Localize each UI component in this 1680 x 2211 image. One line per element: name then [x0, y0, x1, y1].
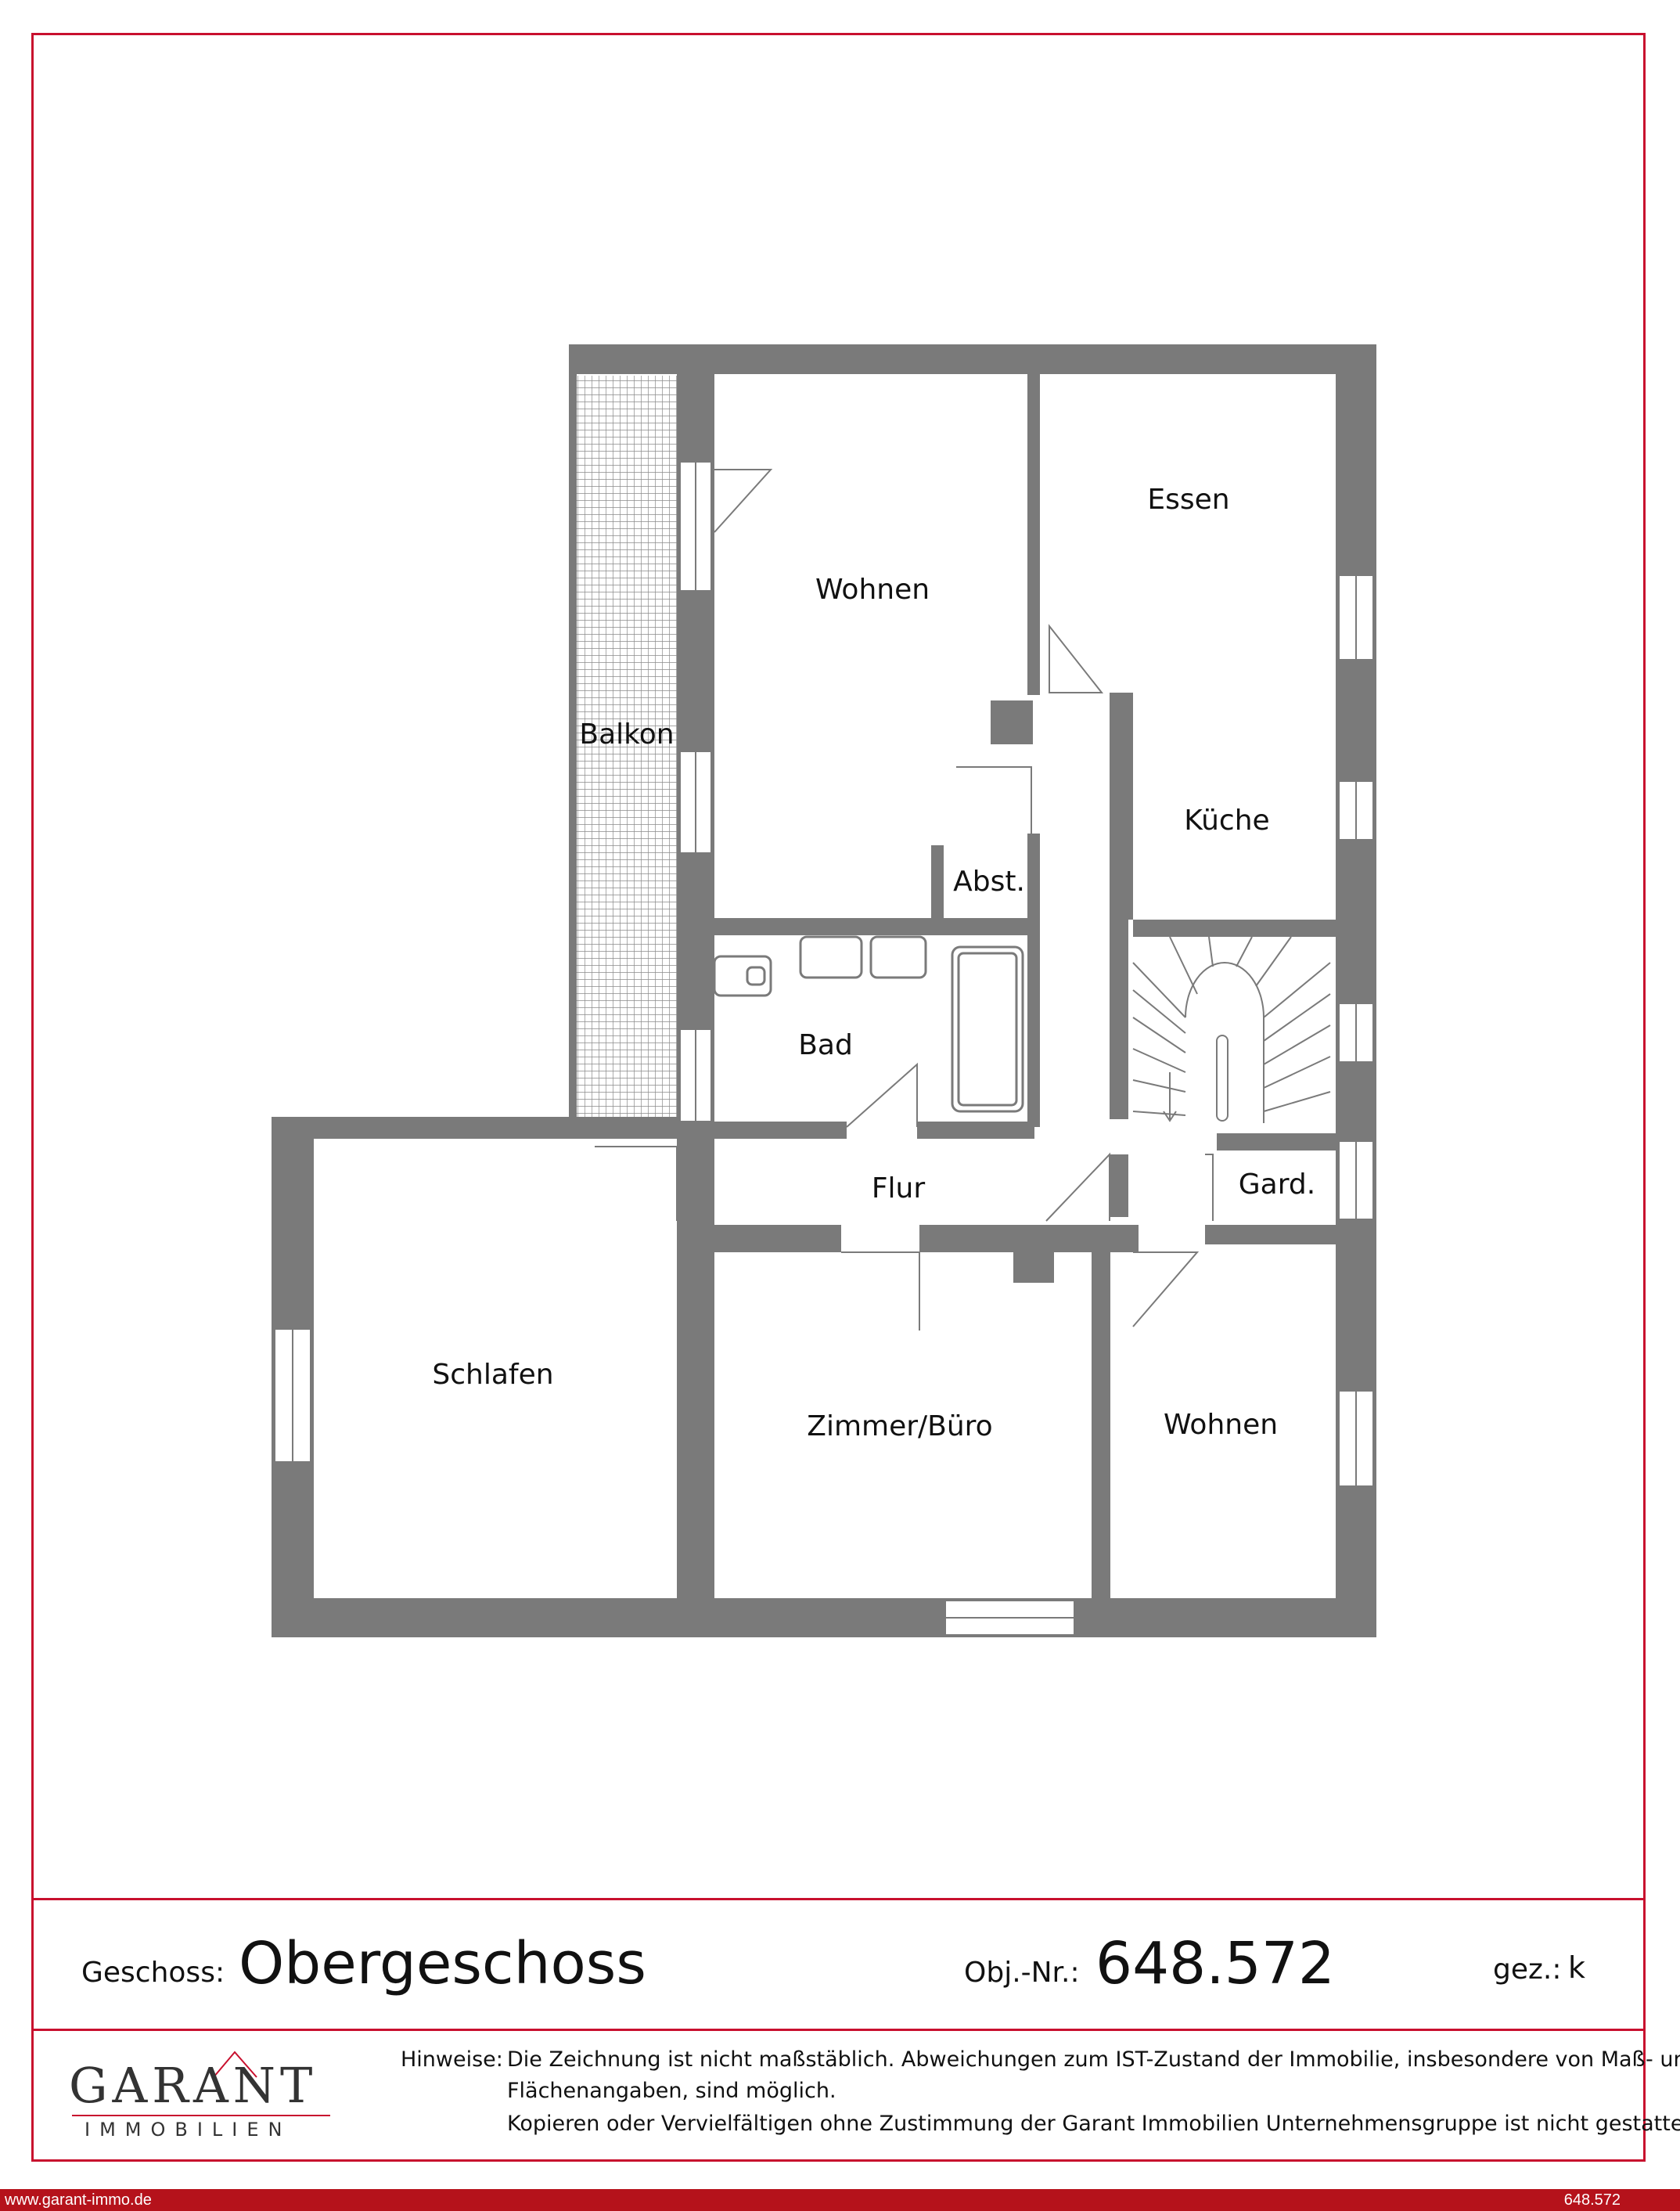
title-block-middle-rule: [33, 2029, 1645, 2031]
doors: [595, 469, 1214, 1331]
walls: [272, 344, 1376, 1637]
balcony-area: [575, 376, 677, 1118]
room-label-zimmer-buero: Zimmer/Büro: [807, 1410, 992, 1442]
geschoss-label: Geschoss:: [81, 1957, 225, 1989]
garant-logo: GARANT IMMOBILIEN: [69, 2049, 343, 2143]
obj-nr-label: Obj.-Nr.:: [964, 1957, 1080, 1989]
bathroom-fixtures: [713, 935, 1024, 1113]
obj-nr-value: 648.572: [1095, 1930, 1336, 1997]
gez-value: k: [1568, 1950, 1586, 1985]
room-label-essen: Essen: [1147, 484, 1229, 516]
gez-label: gez.:: [1493, 1954, 1562, 1986]
title-block-top-rule: [33, 1898, 1645, 1900]
room-label-gard: Gard.: [1239, 1169, 1315, 1201]
logo-word: GARANT: [69, 2057, 318, 2114]
notice-line-1: Die Zeichnung ist nicht maßstäblich. Abw…: [507, 2047, 1680, 2072]
geschoss-value: Obergeschoss: [239, 1930, 646, 1997]
logo-roof-icon: [213, 2051, 257, 2078]
footer-url[interactable]: www.garant-immo.de: [5, 2191, 152, 2209]
room-label-bad: Bad: [798, 1029, 853, 1061]
notice-label: Hinweise:: [401, 2047, 503, 2072]
staircase: [1132, 936, 1331, 1123]
room-label-schlafen: Schlafen: [432, 1359, 553, 1391]
room-label-flur: Flur: [872, 1172, 926, 1205]
notice-line-2: Flächenangaben, sind möglich.: [507, 2079, 836, 2103]
footer-number: 648.572: [1563, 2191, 1621, 2209]
logo-sub: IMMOBILIEN: [85, 2119, 292, 2141]
footer-bar: www.garant-immo.de 648.572: [0, 2189, 1680, 2211]
room-label-wohnen-bottom: Wohnen: [1164, 1409, 1278, 1441]
room-label-kueche: Küche: [1184, 805, 1269, 837]
page-frame: [31, 33, 1646, 2162]
room-label-wohnen-top: Wohnen: [815, 574, 930, 606]
room-label-abst: Abst.: [953, 866, 1025, 898]
notice-line-3: Kopieren oder Vervielfältigen ohne Zusti…: [507, 2112, 1680, 2136]
room-label-balkon: Balkon: [579, 718, 674, 751]
